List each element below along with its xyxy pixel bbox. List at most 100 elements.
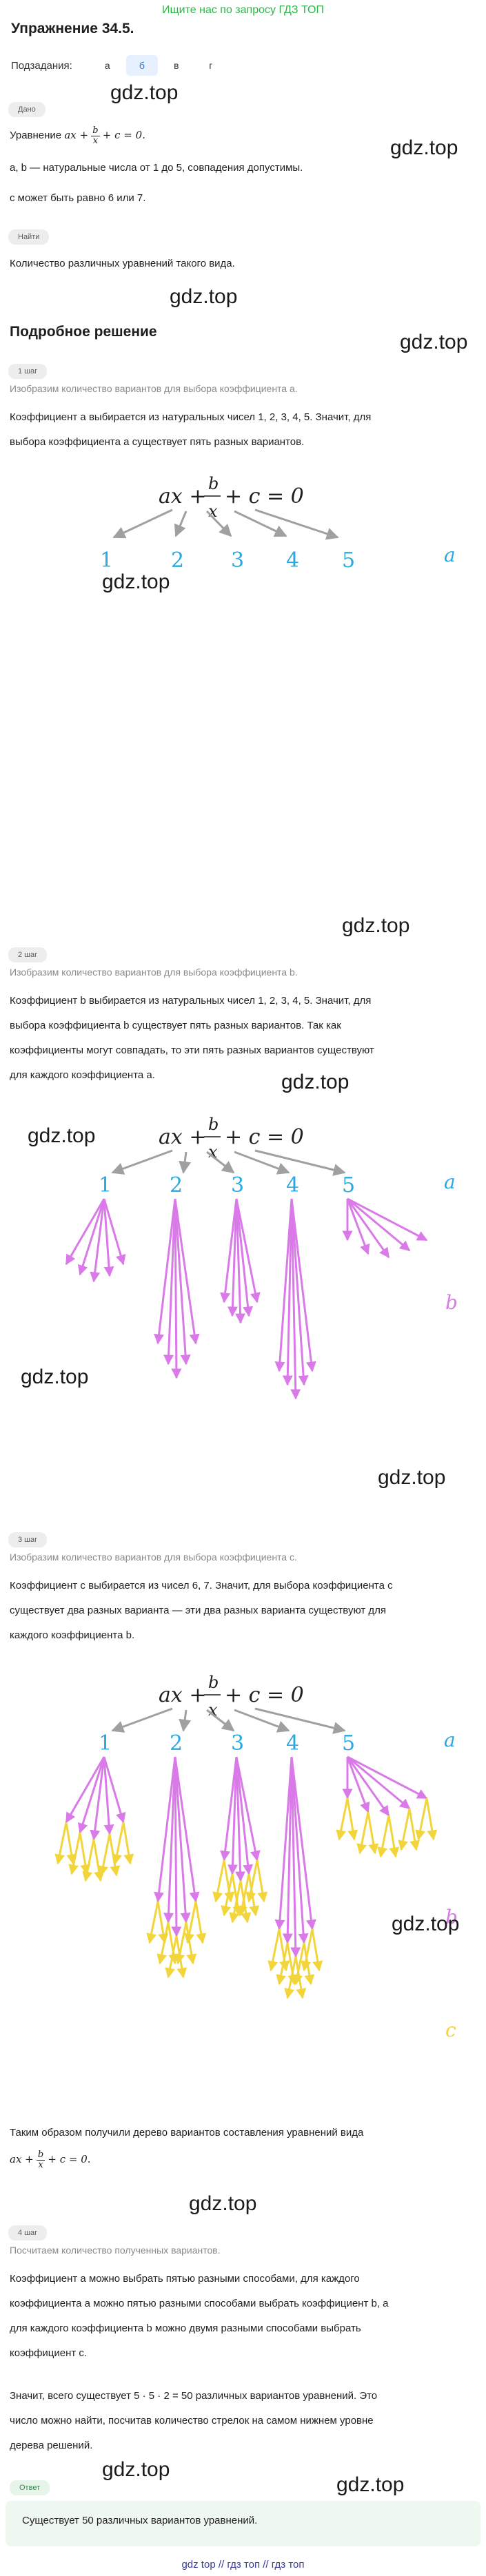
step-text: коэффициент c.: [10, 2347, 88, 2359]
watermark: gdz.top: [342, 914, 410, 937]
solution-title: Подробное решение: [10, 324, 157, 340]
watermark: gdz.top: [392, 1913, 460, 1935]
arrow: [415, 1797, 428, 1841]
node-4: 4: [286, 1173, 299, 1197]
arrow: [206, 1709, 235, 1732]
node-3: 3: [231, 548, 244, 573]
arrow: [347, 1755, 411, 1810]
arrow: [112, 508, 173, 539]
gray-arrows: [111, 1707, 346, 1734]
tree-3: ax + b x + c = 0 1 2 3 4 5 a b c: [0, 1667, 486, 2108]
arrow: [65, 1198, 105, 1266]
answer-chip: Ответ: [10, 2480, 50, 2495]
step-text: выбора коэффициента b существует пять ра…: [10, 1020, 341, 1031]
arrow: [425, 1797, 438, 1841]
arrow: [171, 1756, 182, 1937]
level-label-a: a: [444, 544, 456, 566]
pink-arrows: [65, 1197, 428, 1400]
arrow: [278, 1928, 290, 1972]
arrow: [111, 1149, 173, 1175]
step-text: коэффициенты могут совпадать, то эти пят…: [10, 1044, 374, 1056]
watermark: gdz.top: [189, 2192, 257, 2215]
watermark: gdz.top: [28, 1124, 96, 1147]
arrow: [108, 1833, 121, 1877]
arrow: [92, 1839, 105, 1882]
arrow: [346, 1756, 390, 1817]
arrow: [174, 1198, 200, 1345]
arrow: [274, 1756, 293, 1930]
arrow: [122, 1822, 134, 1865]
step-label: 1 шаг: [8, 364, 48, 379]
arrow: [398, 1808, 411, 1851]
tab-b[interactable]: б: [125, 55, 158, 76]
tab-a[interactable]: а: [104, 60, 110, 71]
arrow: [235, 1756, 254, 1875]
arrow: [174, 1198, 191, 1366]
arrow: [290, 1756, 316, 1930]
arrow: [146, 1901, 159, 1944]
tree-1-svg: ax + b x + c = 0 1 2 3 4 5 a: [100, 474, 456, 573]
tab-v[interactable]: в: [174, 60, 179, 71]
equation: ax + b x + c = 0: [159, 1115, 304, 1162]
arrow: [65, 1822, 77, 1865]
arrow: [301, 1928, 314, 1972]
arrow: [174, 1756, 191, 1924]
step-text: Коэффициент c выбирается из чисел 6, 7. …: [10, 1580, 393, 1591]
level-label-a: a: [444, 1729, 456, 1751]
arrow: [234, 1151, 290, 1175]
given-line3: c может быть равно 6 или 7.: [10, 192, 146, 204]
footer-links[interactable]: gdz top // гдз топ // гдз топ: [181, 2559, 305, 2570]
find-text: Количество различных уравнений такого ви…: [10, 258, 235, 269]
arrow: [235, 1198, 261, 1304]
arrow: [290, 1198, 316, 1372]
step-text: Коэффициент a выбирается из натуральных …: [10, 411, 372, 423]
eq-den: x: [208, 1700, 218, 1720]
find-chip: Найти: [8, 229, 50, 245]
arrow: [156, 1901, 169, 1944]
arrow: [77, 1198, 105, 1276]
arrow: [163, 1198, 176, 1366]
eq-left: ax +: [159, 1125, 206, 1149]
node-5: 5: [342, 548, 355, 573]
node-1: 1: [99, 1731, 112, 1755]
gray-arrows: [112, 508, 339, 540]
arrow: [276, 1942, 289, 1986]
arrow: [282, 1198, 293, 1386]
arrow: [346, 1756, 370, 1813]
step-hint: Изобразим количество вариантов для выбор…: [10, 383, 298, 394]
arrow: [171, 1198, 182, 1379]
step-hint: Изобразим количество вариантов для выбор…: [10, 967, 298, 978]
equation: ax + b x + c = 0: [159, 474, 304, 521]
top-banner[interactable]: Ищите нас по запросу ГДЗ ТОП: [162, 4, 324, 16]
arrow: [163, 1756, 176, 1924]
watermark: gdz.top: [336, 2473, 405, 2496]
gray-arrows: [111, 1149, 346, 1176]
eq-num: b: [208, 1673, 219, 1692]
node-1: 1: [99, 1173, 112, 1197]
arrow: [284, 1956, 297, 1999]
arrow: [245, 1859, 259, 1903]
eq-right: + c = 0: [225, 1125, 304, 1149]
arrow: [174, 511, 188, 537]
arrow: [206, 1151, 235, 1174]
arrow: [346, 1198, 390, 1259]
level-label-c: c: [445, 2019, 456, 2041]
arrow: [254, 1707, 346, 1734]
step-text: существует два разных варианта — эти два…: [10, 1605, 387, 1616]
level-label-b: b: [445, 1291, 458, 1314]
eq-right: + c = 0: [225, 484, 304, 508]
arrow: [156, 1921, 170, 1965]
arrow: [290, 1198, 309, 1386]
arrow: [387, 1815, 400, 1858]
arrow: [68, 1832, 81, 1875]
watermark: gdz.top: [21, 1366, 89, 1388]
watermark: gdz.top: [390, 136, 458, 159]
arrow: [282, 1756, 293, 1944]
arrow: [54, 1822, 68, 1865]
watermark: gdz.top: [102, 2458, 170, 2481]
tab-g[interactable]: г: [209, 60, 213, 71]
node-3: 3: [231, 1173, 244, 1197]
arrow: [90, 1198, 105, 1283]
